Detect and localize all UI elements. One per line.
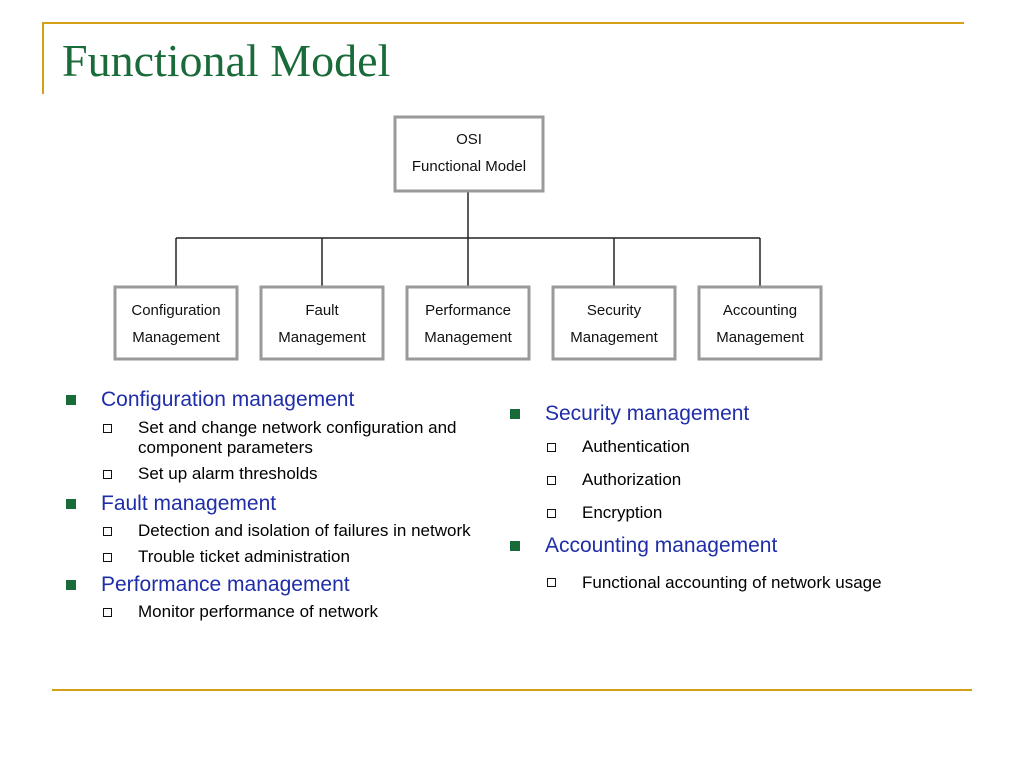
list-item-text: Detection and isolation of failures in n… <box>138 521 471 540</box>
list-heading: Performance management <box>62 572 492 598</box>
accent-top-line <box>42 22 964 24</box>
list-item-text: Trouble ticket administration <box>138 547 350 566</box>
list-item: Monitor performance of network <box>62 602 492 622</box>
node-performance-management: Performance Management <box>405 285 531 361</box>
node-label-2: Management <box>278 329 366 346</box>
checkbox-bullet-icon <box>547 443 556 452</box>
root-node: OSI Functional Model <box>393 115 545 193</box>
checkbox-bullet-icon <box>103 470 112 479</box>
list-item: Detection and isolation of failures in n… <box>62 521 492 541</box>
list-item: Authentication <box>506 437 946 457</box>
node-accounting-management: Accounting Management <box>697 285 823 361</box>
square-bullet-icon <box>66 580 76 590</box>
list-heading: Fault management <box>62 491 492 517</box>
node-label-1: Configuration <box>131 302 220 319</box>
checkbox-bullet-icon <box>103 424 112 433</box>
list-heading: Accounting management <box>506 533 946 559</box>
list-heading-text: Security management <box>545 402 750 425</box>
root-node-label-1: OSI <box>456 131 482 148</box>
list-item-text: Set up alarm thresholds <box>138 464 318 483</box>
list-item-text: Authentication <box>582 437 690 456</box>
list-heading-text: Fault management <box>101 492 277 515</box>
list-item: Functional accounting of network usage <box>506 569 922 597</box>
list-heading-text: Accounting management <box>545 534 778 557</box>
checkbox-bullet-icon <box>547 509 556 518</box>
node-label-2: Management <box>570 329 658 346</box>
list-heading: Configuration management <box>62 387 492 413</box>
checkbox-bullet-icon <box>547 476 556 485</box>
list-item-text: Monitor performance of network <box>138 602 378 621</box>
list-heading-text: Performance management <box>101 573 350 596</box>
list-item: Set and change network configuration and… <box>62 418 492 458</box>
slide-title: Functional Model <box>62 35 391 86</box>
checkbox-bullet-icon <box>547 578 556 587</box>
node-label-1: Performance <box>425 302 511 319</box>
square-bullet-icon <box>510 541 520 551</box>
node-fault-management: Fault Management <box>259 285 385 361</box>
square-bullet-icon <box>66 499 76 509</box>
accent-vertical-line <box>42 22 44 94</box>
left-bullet-list: Configuration management Set and change … <box>62 387 492 622</box>
node-label-1: Fault <box>305 302 339 319</box>
node-configuration-management: Configuration Management <box>113 285 239 361</box>
list-item: Authorization <box>506 470 946 490</box>
list-item: Encryption <box>506 503 946 523</box>
list-heading-text: Configuration management <box>101 388 355 411</box>
node-label-2: Management <box>132 329 220 346</box>
node-label-2: Management <box>716 329 804 346</box>
checkbox-bullet-icon <box>103 608 112 617</box>
node-label-1: Accounting <box>723 302 797 319</box>
accent-bottom-line <box>52 689 972 691</box>
list-item: Set up alarm thresholds <box>62 464 492 484</box>
list-heading: Security management <box>506 401 946 427</box>
square-bullet-icon <box>66 395 76 405</box>
square-bullet-icon <box>510 409 520 419</box>
list-item-text: Authorization <box>582 470 682 489</box>
node-label-2: Management <box>424 329 512 346</box>
checkbox-bullet-icon <box>103 527 112 536</box>
list-item: Trouble ticket administration <box>62 547 492 567</box>
list-item-text: Functional accounting of network usage <box>582 573 882 592</box>
list-item-text: Encryption <box>582 503 663 522</box>
checkbox-bullet-icon <box>103 553 112 562</box>
list-item-text: Set and change network configuration and… <box>138 418 457 457</box>
node-label-1: Security <box>587 302 642 319</box>
right-bullet-list: Security management Authentication Autho… <box>506 401 946 597</box>
root-node-label-2: Functional Model <box>412 158 526 175</box>
node-security-management: Security Management <box>551 285 677 361</box>
